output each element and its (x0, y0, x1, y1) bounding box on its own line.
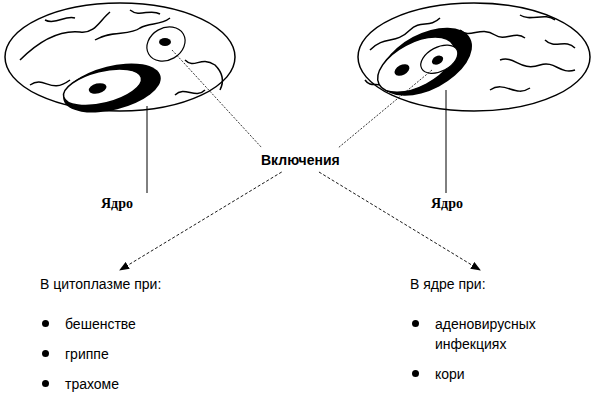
bullet-dot (412, 320, 419, 327)
list-text: кори (435, 364, 565, 384)
list-block: В ядре при: аденовирусных инфекциях кори (410, 276, 565, 384)
center-label: Включения (257, 150, 344, 170)
list-text: гриппе (65, 344, 109, 364)
list-text: трахоме (65, 374, 119, 394)
bullet-dot (42, 380, 49, 387)
center-text: Включения (257, 150, 344, 170)
bullet-dot (42, 320, 49, 327)
list-item: трахоме (40, 374, 161, 394)
list-item: кори (410, 364, 565, 384)
bullet-dot (412, 370, 419, 377)
nucleus-label: Ядро (101, 196, 133, 212)
list-item: бешенстве (40, 314, 161, 334)
list-item: гриппе (40, 344, 161, 364)
arrow-connector (319, 172, 480, 270)
nucleus-label: Ядро (431, 196, 463, 212)
list-text: аденовирусных инфекциях (435, 314, 565, 354)
bullet-dot (42, 350, 49, 357)
list-block: В цитоплазме при: бешенстве гриппе трахоме (40, 276, 161, 394)
list-heading: В цитоплазме при: (40, 276, 161, 292)
arrow-connector (120, 172, 282, 270)
list-item: аденовирусных инфекциях (410, 314, 565, 354)
list-heading: В ядре при: (410, 276, 565, 292)
list-text: бешенстве (65, 314, 136, 334)
